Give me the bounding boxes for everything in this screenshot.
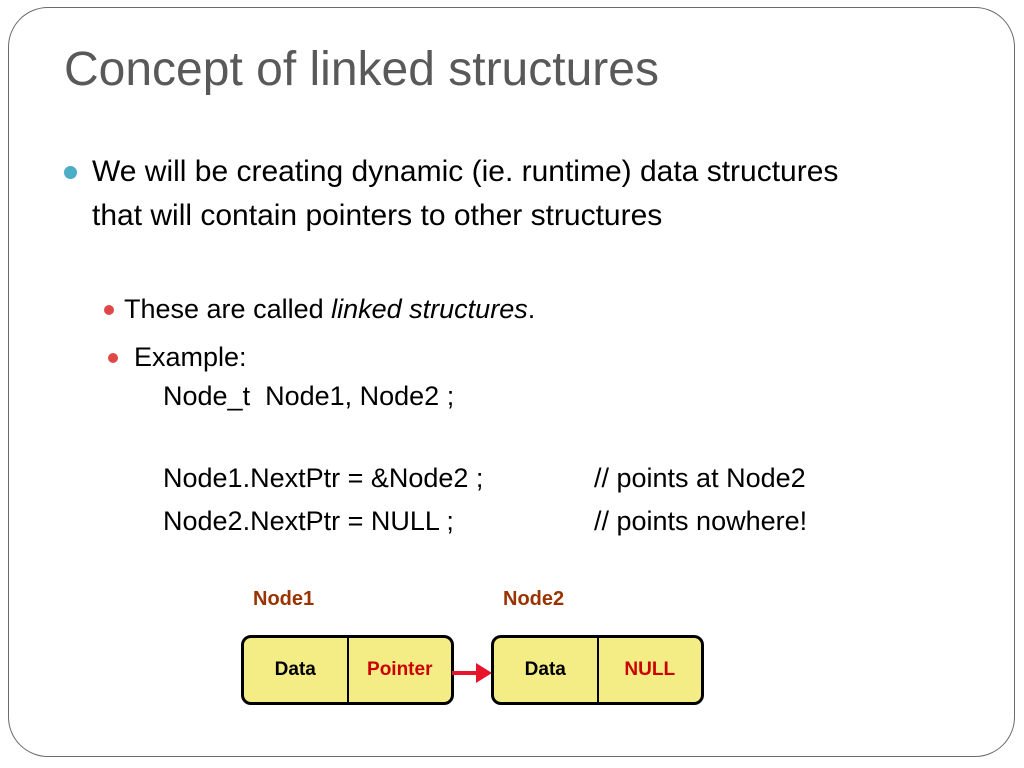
node2-data-cell: Data — [524, 659, 566, 680]
slide-title: Concept of linked structures — [64, 43, 659, 96]
sub-bullet-prefix: These are called — [124, 294, 332, 324]
code-line-declaration: Node_t Node1, Node2 ; — [163, 381, 455, 411]
sub-bullet-dot-icon — [108, 353, 118, 363]
node1-pointer-cell: Pointer — [346, 638, 452, 702]
node1-label: Node1 — [253, 588, 315, 610]
code-line-node2-assign: Node2.NextPtr = NULL ; — [163, 506, 454, 536]
slide-frame — [8, 7, 1015, 757]
code-comment-node1: // points at Node2 — [594, 463, 806, 493]
sub-bullet-emphasis: linked structures — [331, 294, 528, 324]
code-line-node1-assign: Node1.NextPtr = &Node2 ; — [163, 463, 484, 493]
node2-label: Node2 — [503, 588, 565, 610]
sub-bullet-suffix: . — [527, 294, 536, 324]
node2-box: Data NULL — [491, 635, 704, 705]
node1-data-cell: Data — [274, 659, 316, 680]
sub-bullet-linked-structures: These are called linked structures. — [124, 291, 535, 327]
node2-null-cell: NULL — [596, 638, 702, 702]
pointer-arrow-icon — [452, 663, 492, 683]
sub-bullet-dot-icon — [104, 305, 114, 315]
node1-box: Data Pointer — [241, 635, 454, 705]
main-bullet-text: We will be creating dynamic (ie. runtime… — [92, 155, 839, 232]
bullet-dot-icon — [64, 166, 77, 179]
sub-bullet-example: Example: — [134, 342, 247, 372]
code-comment-node2: // points nowhere! — [594, 506, 808, 536]
